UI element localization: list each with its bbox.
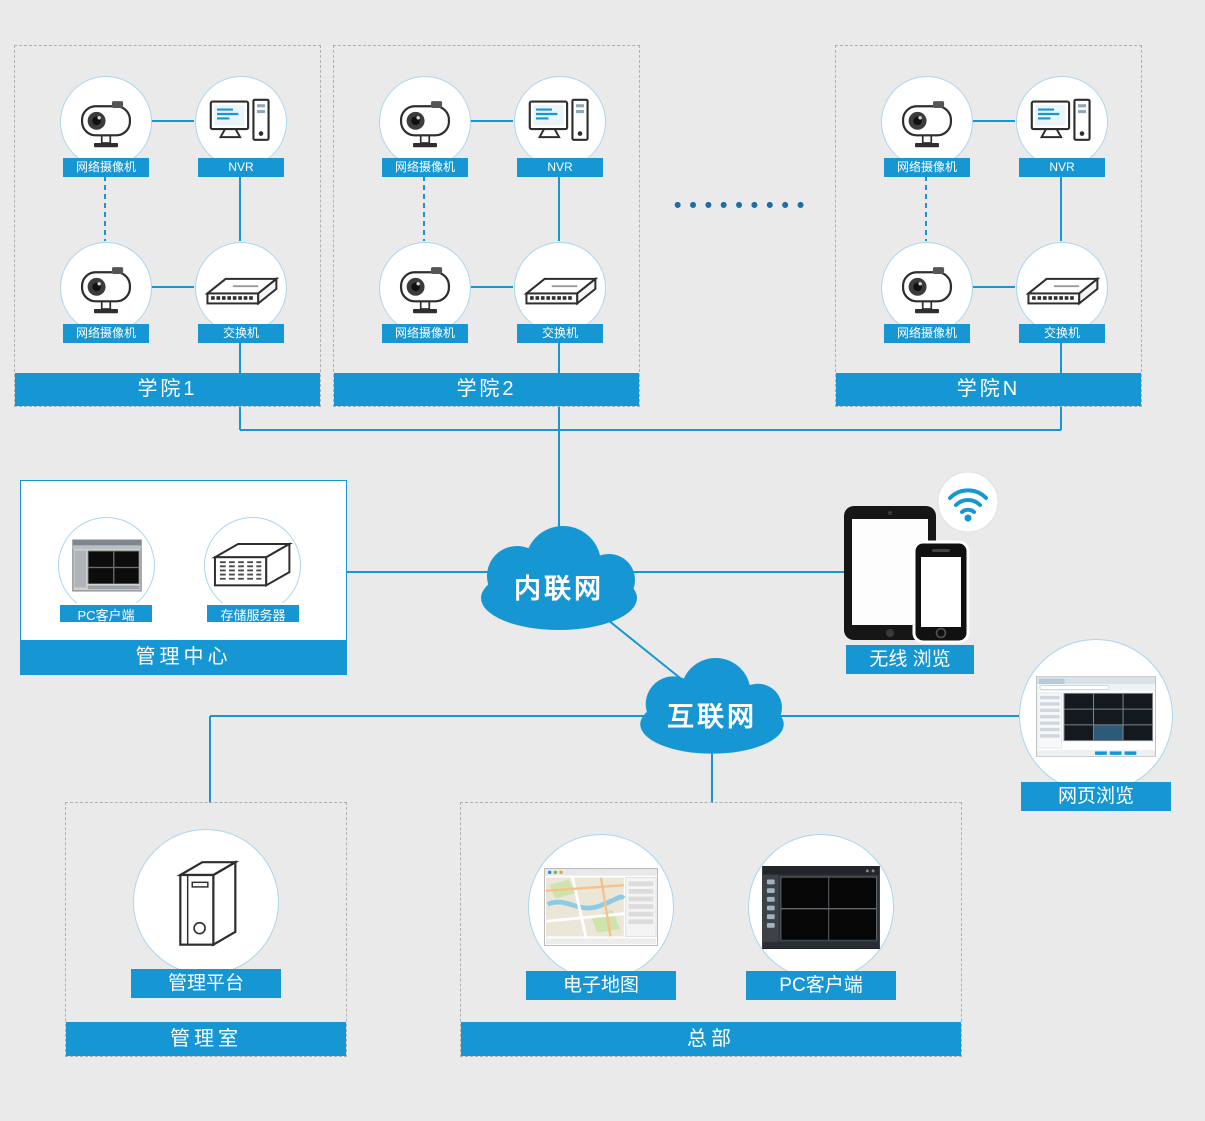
switch-circle — [195, 242, 287, 334]
network-camera-circle — [379, 242, 471, 334]
network-camera-icon — [76, 262, 136, 315]
pc-client-circle — [748, 834, 894, 980]
tablet-phone-icon — [844, 506, 970, 644]
management-center-box: PC客户端 存储服务器 管理中心 — [20, 480, 347, 675]
network-camera-circle — [60, 76, 152, 168]
wireless-browsing-tag: 无线 浏览 — [846, 645, 974, 674]
headquarters-banner: 总部 — [461, 1022, 961, 1056]
storage-server-circle — [204, 517, 301, 614]
management-room-box: 管理平台 管理室 — [65, 802, 347, 1057]
nvr-icon — [528, 97, 592, 147]
device-label-nvr: NVR — [517, 158, 603, 177]
map-icon — [544, 868, 658, 946]
network-camera-icon — [395, 262, 455, 315]
server-tower-icon — [162, 851, 250, 954]
internet-label: 互联网 — [667, 701, 757, 732]
switch-circle — [514, 242, 606, 334]
ellipsis-dots: ••••••••• — [674, 194, 813, 217]
switch-icon — [521, 267, 599, 309]
nvr-circle — [514, 76, 606, 168]
device-label-camera: 网络摄像机 — [382, 324, 468, 343]
switch-icon — [202, 267, 280, 309]
cloud-shape — [481, 526, 637, 630]
pc-client-screenshot-icon — [762, 866, 880, 949]
device-label-switch: 交换机 — [517, 324, 603, 343]
device-label-camera: 网络摄像机 — [382, 158, 468, 177]
management-platform-tag: 管理平台 — [131, 969, 281, 998]
web-browsing-circle — [1019, 639, 1173, 793]
device-label-nvr: NVR — [1019, 158, 1105, 177]
e-map-tag: 电子地图 — [526, 971, 676, 1000]
network-camera-icon — [897, 96, 957, 149]
intranet-label: 内联网 — [514, 573, 604, 604]
headquarters-box: 电子地图 PC客户端 总部 — [460, 802, 962, 1057]
network-camera-icon — [897, 262, 957, 315]
management-room-banner: 管理室 — [66, 1022, 346, 1056]
nvr-icon — [1030, 97, 1094, 147]
browser-screenshot-icon — [1036, 676, 1156, 757]
college-box-2: 网络摄像机 NVR 网络摄像机 交换机 学院2 — [333, 45, 640, 407]
device-label-switch: 交换机 — [198, 324, 284, 343]
network-camera-circle — [881, 242, 973, 334]
network-camera-circle — [881, 76, 973, 168]
nvr-circle — [195, 76, 287, 168]
network-camera-icon — [76, 96, 136, 149]
cloud-shape — [640, 658, 784, 754]
device-label-storage-server: 存储服务器 — [205, 603, 301, 624]
wifi-icon — [937, 471, 999, 533]
pc-client-circle — [58, 517, 155, 614]
pc-client-screenshot-icon — [72, 539, 142, 592]
e-map-circle — [528, 834, 674, 980]
network-camera-circle — [379, 76, 471, 168]
pc-client-tag: PC客户端 — [746, 971, 896, 1000]
college-banner: 学院2 — [334, 373, 639, 406]
college-box-1: 网络摄像机 NVR 网络摄像机 交换机 学院1 — [14, 45, 321, 407]
device-label-pc-client: PC客户端 — [58, 603, 154, 624]
intranet-cloud: 内联网 — [459, 520, 659, 632]
nvr-icon — [209, 97, 273, 147]
switch-icon — [1023, 267, 1101, 309]
device-label-camera: 网络摄像机 — [884, 158, 970, 177]
device-label-nvr: NVR — [198, 158, 284, 177]
device-label-camera: 网络摄像机 — [884, 324, 970, 343]
college-banner: 学院N — [836, 373, 1141, 406]
device-label-camera: 网络摄像机 — [63, 324, 149, 343]
device-label-camera: 网络摄像机 — [63, 158, 149, 177]
college-banner: 学院1 — [15, 373, 320, 406]
college-box-n: 网络摄像机 NVR 网络摄像机 交换机 学院N — [835, 45, 1142, 407]
network-camera-icon — [395, 96, 455, 149]
device-label-switch: 交换机 — [1019, 324, 1105, 343]
internet-cloud: 互联网 — [620, 652, 804, 756]
storage-server-icon — [210, 539, 296, 592]
phone-icon — [912, 540, 970, 644]
switch-circle — [1016, 242, 1108, 334]
management-center-banner: 管理中心 — [21, 640, 346, 674]
network-camera-circle — [60, 242, 152, 334]
management-platform-circle — [133, 829, 279, 975]
nvr-circle — [1016, 76, 1108, 168]
web-browsing-tag: 网页浏览 — [1021, 782, 1171, 811]
